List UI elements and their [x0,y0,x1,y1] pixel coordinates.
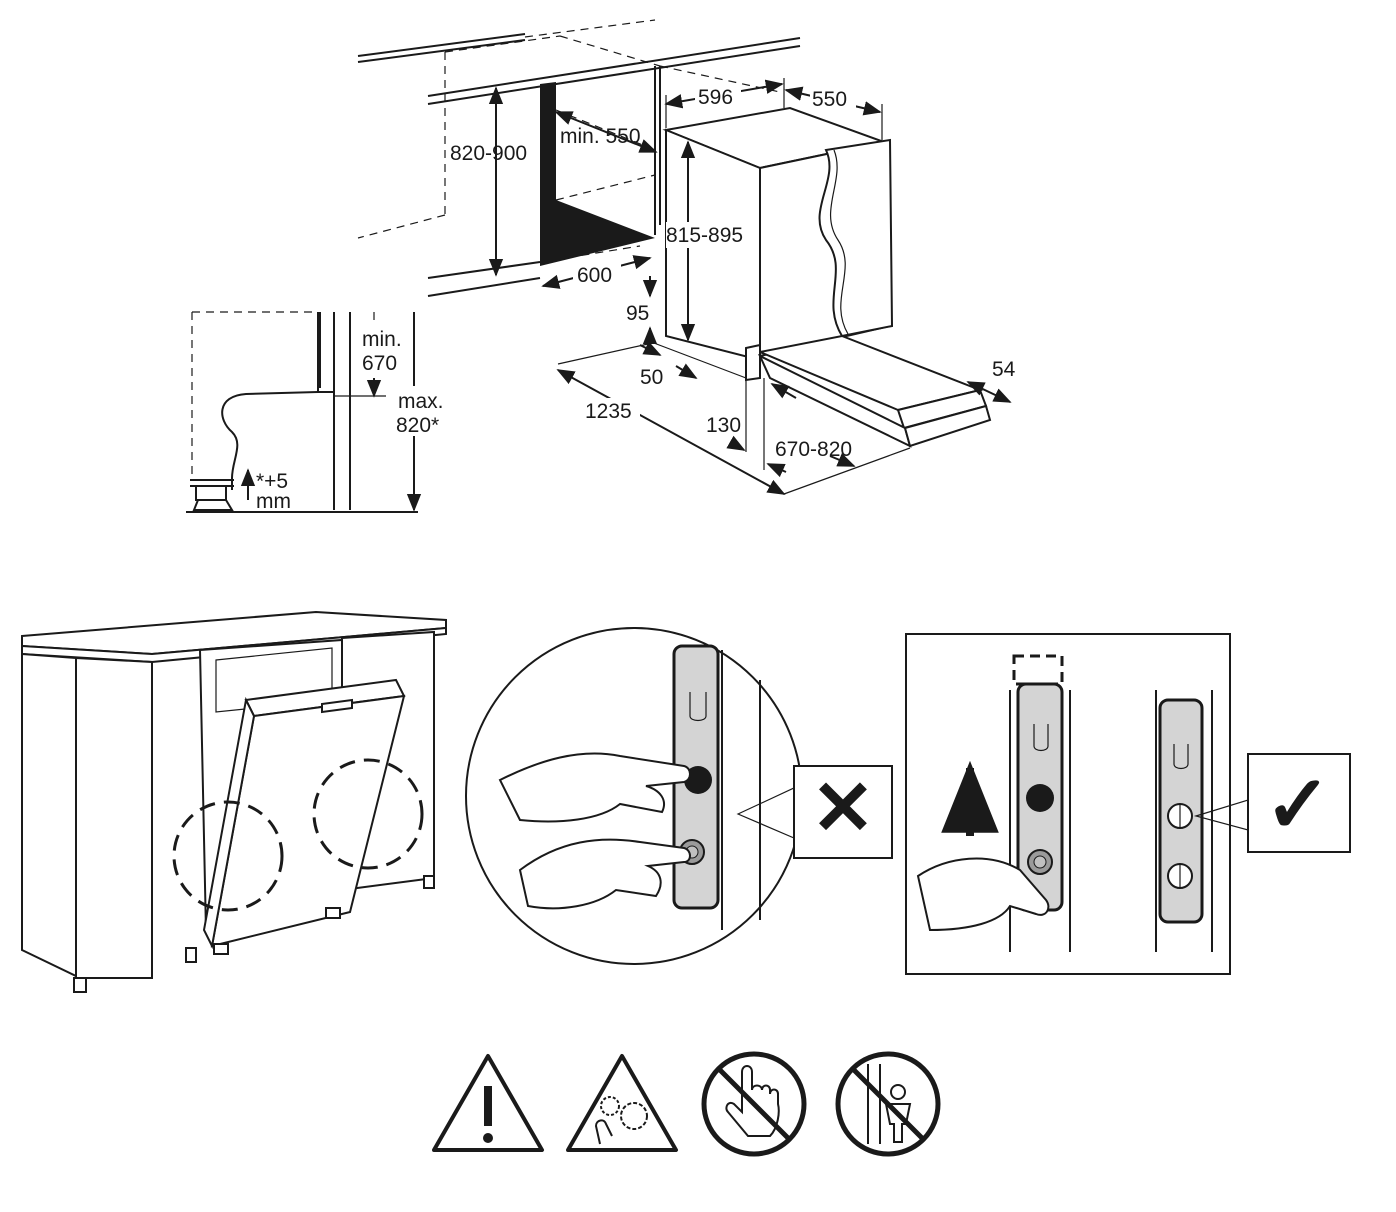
niche-drawing: 820-900 min. 550 600 [357,19,801,297]
door-travel-label: 1235 [585,400,632,423]
cabinet-drawing [21,610,447,993]
warning-symbols [432,1051,941,1157]
door-height-label: 670-820 [775,438,852,461]
plinth-95-label: 95 [626,302,649,325]
footnote-mm: mm [256,490,291,513]
side-max-label: max. [398,390,444,413]
no-touch-icon [701,1051,807,1157]
wrong-cross-icon: ✕ [811,766,875,851]
warning-triangle-icon [432,1054,544,1152]
side-min-label: min. [362,328,402,351]
min-depth-label: min. 550 [560,125,641,148]
niche-width-label: 600 [577,264,612,287]
magnified-right-detail: ✓ [905,633,1351,975]
magnified-wrong-detail: ✕ [465,627,893,965]
appliance-depth-label: 550 [812,88,847,111]
appliance-height-label: 815-895 [666,224,743,247]
door-thickness-label: 54 [992,358,1016,381]
side-section-drawing: min. 670 max. 820* *+5 mm [186,311,454,513]
toe-kick-label: 130 [706,414,741,437]
appliance-width-label: 596 [698,86,733,109]
plinth-50-label: 50 [640,366,663,389]
side-max-value: 820* [396,414,439,437]
side-min-value: 670 [362,352,397,375]
no-children-icon [835,1051,941,1157]
niche-height-label: 820-900 [450,142,527,165]
appliance-drawing: 596 550 815-895 95 50 1235 130 670-82 [556,78,1016,495]
moving-parts-warning-icon [566,1054,678,1152]
right-check-icon: ✓ [1264,760,1331,849]
footnote-plus5: *+5 [256,470,288,493]
